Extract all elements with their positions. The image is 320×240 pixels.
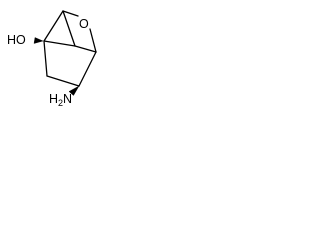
amine-label: H2N [49,92,72,108]
bond-c2-c4 [62,10,76,47]
wedge-bond-hydroxyl [33,37,44,44]
hydroxyl-hydrogen: H [7,33,16,47]
bond-c1-c4 [43,40,76,47]
bond-c1-c2 [43,10,64,42]
bond-c4-c3 [74,45,97,53]
wedge-bond-amine [68,85,80,96]
chemical-structure: O HO H2N [7,10,97,108]
amine-nitrogen: N [63,92,72,106]
bond-c1-c6 [43,40,48,77]
bond-lines [43,10,97,87]
bond-c3-c5 [78,51,97,87]
amine-hydrogen: H [49,92,58,106]
ring-oxygen-label: O [79,17,89,31]
bond-c2-o-bridge [62,10,79,17]
amine-subscript: 2 [58,98,63,108]
bond-o-bridge-c3 [89,28,97,53]
bond-c6-c5 [46,75,80,87]
hydroxyl-oxygen: O [16,33,26,47]
hydroxyl-label: HO [7,33,26,47]
